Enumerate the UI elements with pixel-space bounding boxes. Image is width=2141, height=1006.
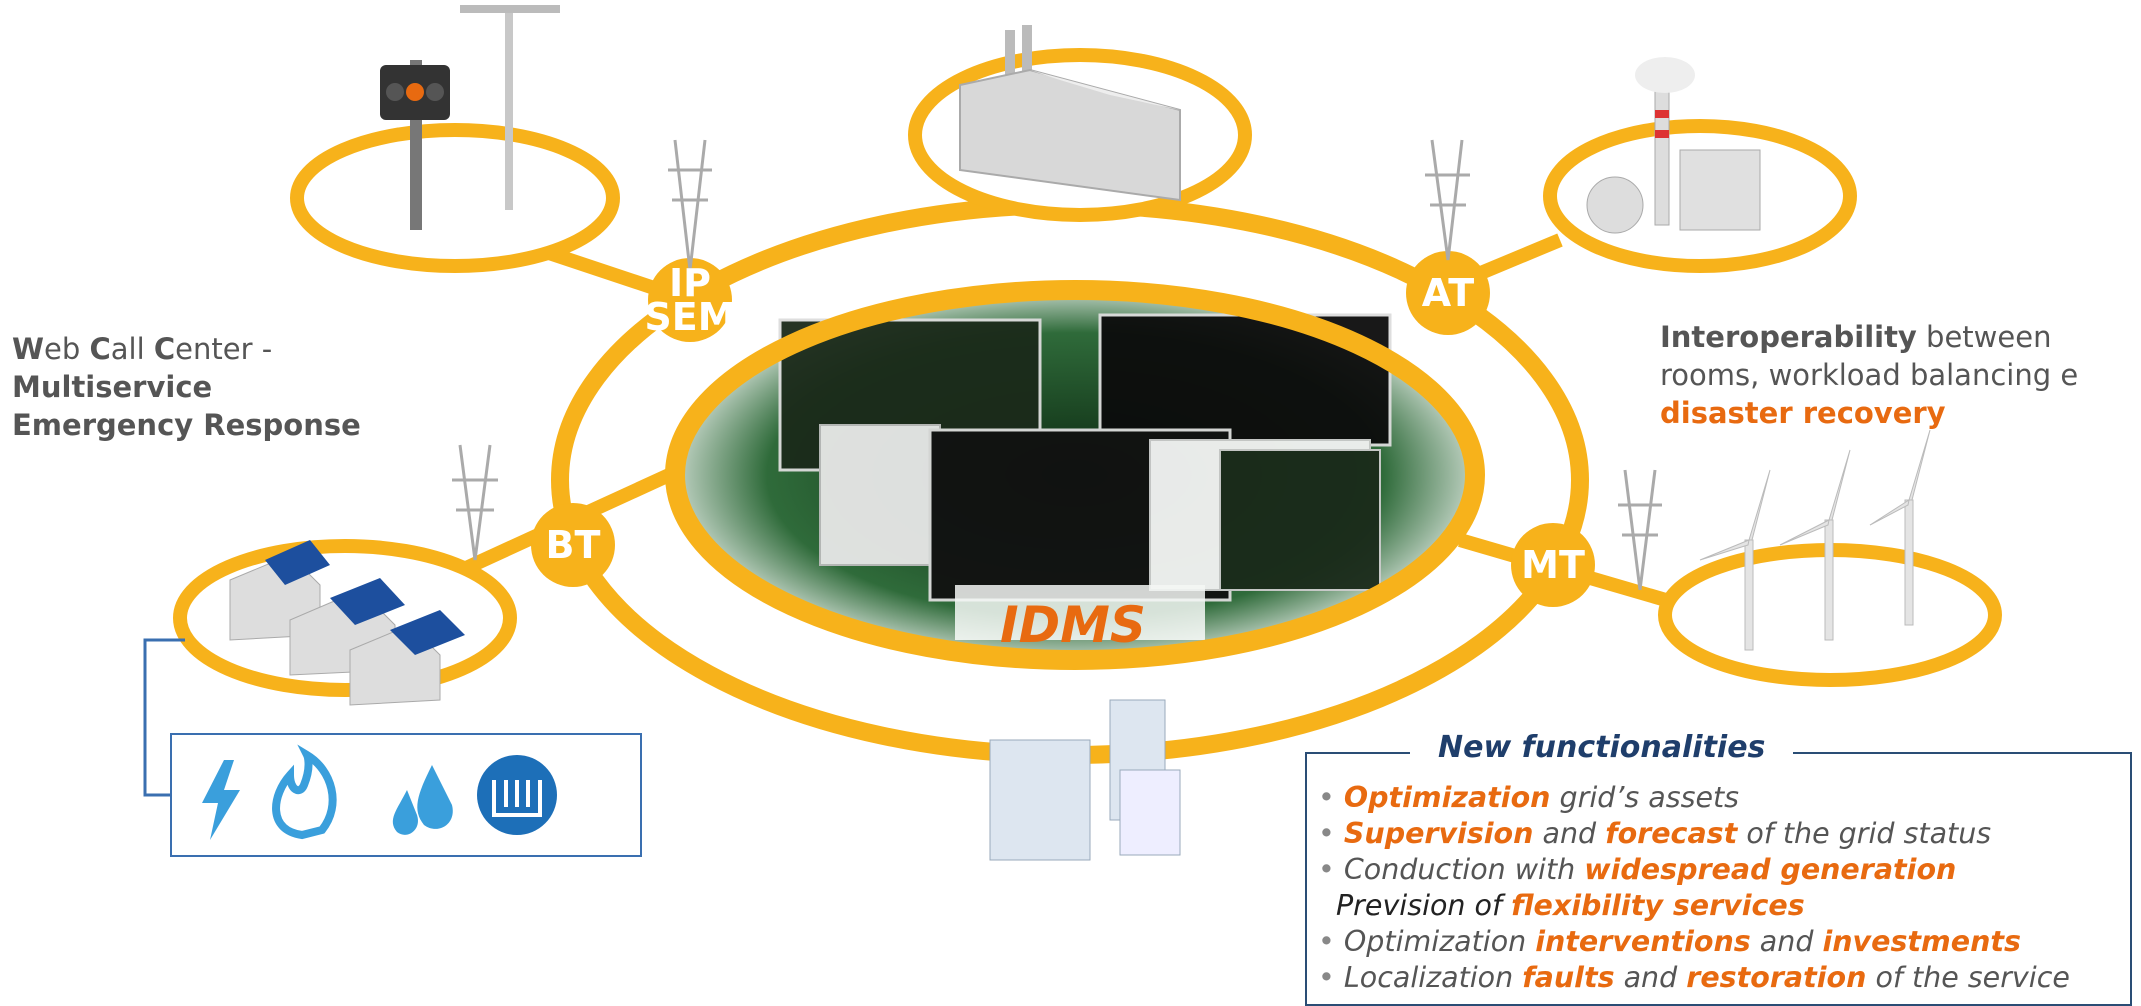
heating-icon — [477, 755, 557, 835]
power-plant-icon — [1586, 57, 1761, 234]
screenshot-windows — [778, 313, 1392, 640]
wind-turbines-icon — [1699, 429, 1931, 651]
node-sem-label: SEM — [644, 295, 736, 339]
flame-icon — [272, 744, 337, 840]
node-ip-label: IP — [669, 261, 711, 305]
solar-houses-icon — [229, 540, 465, 706]
functionalities-list: • Optimization grid’s assets • Supervisi… — [1318, 780, 2070, 996]
functionalities-title: New functionalities — [1410, 730, 1794, 765]
list-item: • Optimization grid’s assets — [1318, 781, 1740, 814]
inner-ring — [665, 280, 1485, 670]
utility-icons-box — [170, 733, 642, 857]
traffic-light-icon — [380, 5, 560, 230]
node-bt: BT — [545, 523, 601, 567]
factory-icon — [959, 25, 1181, 202]
node-ip-sem: IP SEM — [640, 261, 740, 339]
utility-icons — [202, 744, 557, 840]
web-call-center-text: Web Call Center - Multiservice Emergency… — [12, 332, 361, 442]
office-building-icon — [989, 699, 1181, 861]
idms-label: IDMS — [1000, 596, 1146, 654]
list-item: Prevision of flexibility services — [1336, 889, 1805, 922]
water-drops-icon — [392, 765, 453, 835]
list-item: • Optimization interventions and investm… — [1318, 925, 2021, 958]
pylon-icons — [452, 139, 1662, 591]
list-item: • Conduction with widespread generation — [1318, 853, 1957, 886]
interoperability-text: Interoperability between rooms, workload… — [1660, 320, 2079, 430]
lightning-icon — [202, 760, 240, 840]
list-item: • Localization faults and restoration of… — [1318, 961, 2070, 994]
list-item: • Supervision and forecast of the grid s… — [1318, 817, 1992, 850]
street-lights-circle — [290, 123, 620, 273]
utility-connector — [143, 638, 185, 797]
node-at: AT — [1421, 271, 1475, 315]
node-mt: MT — [1521, 543, 1585, 587]
